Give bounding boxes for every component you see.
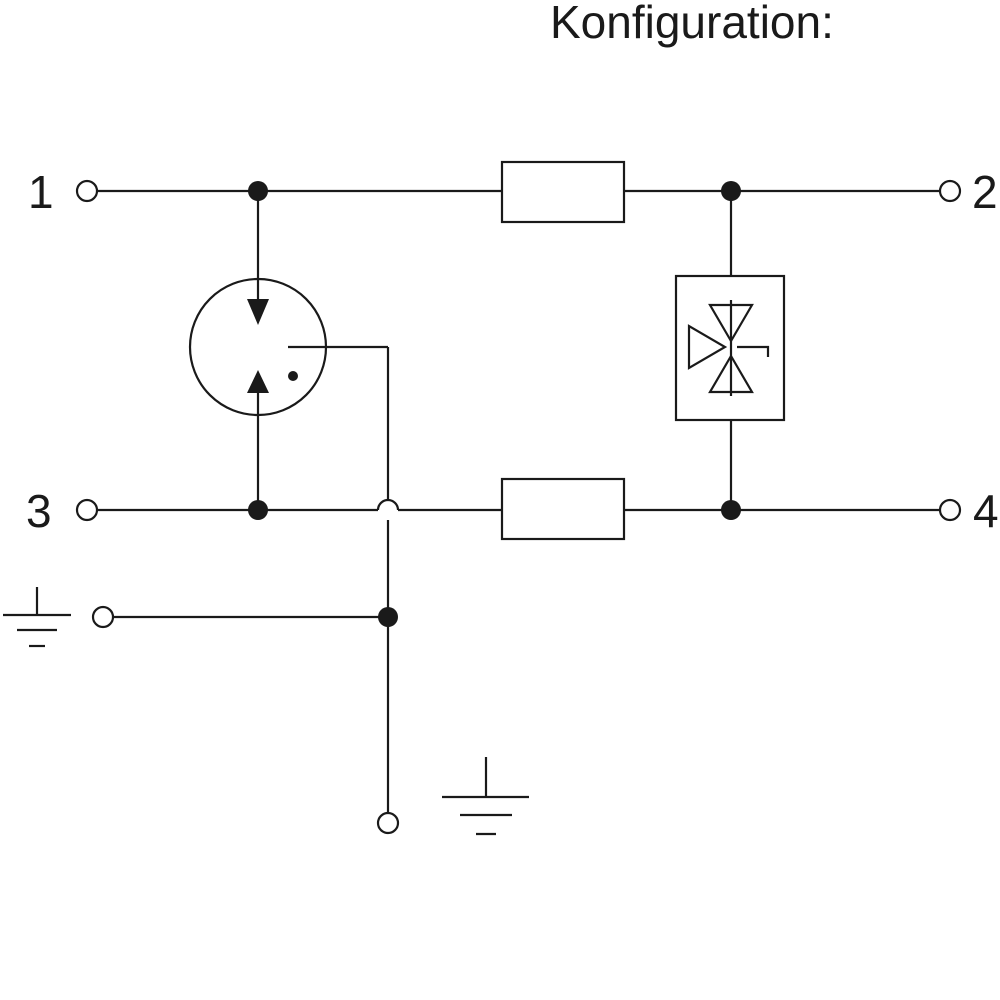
terminal-ground-bottom	[376, 811, 400, 835]
junction-node	[248, 500, 268, 520]
terminal-label-1: 1	[28, 166, 54, 218]
resistor-top	[500, 160, 626, 224]
terminal-1	[75, 179, 99, 203]
terminal-4	[938, 498, 962, 522]
junction-node	[721, 181, 741, 201]
tvs-diode	[674, 191, 786, 510]
ground-icon	[3, 587, 71, 648]
terminal-3	[75, 498, 99, 522]
terminal-2	[938, 179, 962, 203]
terminal-ground-left	[91, 605, 115, 629]
gas-discharge-tube	[188, 191, 388, 510]
junction-node	[248, 181, 268, 201]
terminal-label-4: 4	[973, 485, 999, 537]
diagram-title: Konfiguration:	[550, 0, 834, 48]
terminal-label-2: 2	[972, 166, 998, 218]
ground-wire	[113, 347, 390, 812]
terminal-label-3: 3	[26, 485, 52, 537]
bottom-wire	[97, 498, 939, 512]
ground-icon	[442, 757, 529, 836]
resistor-bottom	[500, 477, 626, 541]
junction-node	[721, 500, 741, 520]
junction-node	[378, 607, 398, 627]
